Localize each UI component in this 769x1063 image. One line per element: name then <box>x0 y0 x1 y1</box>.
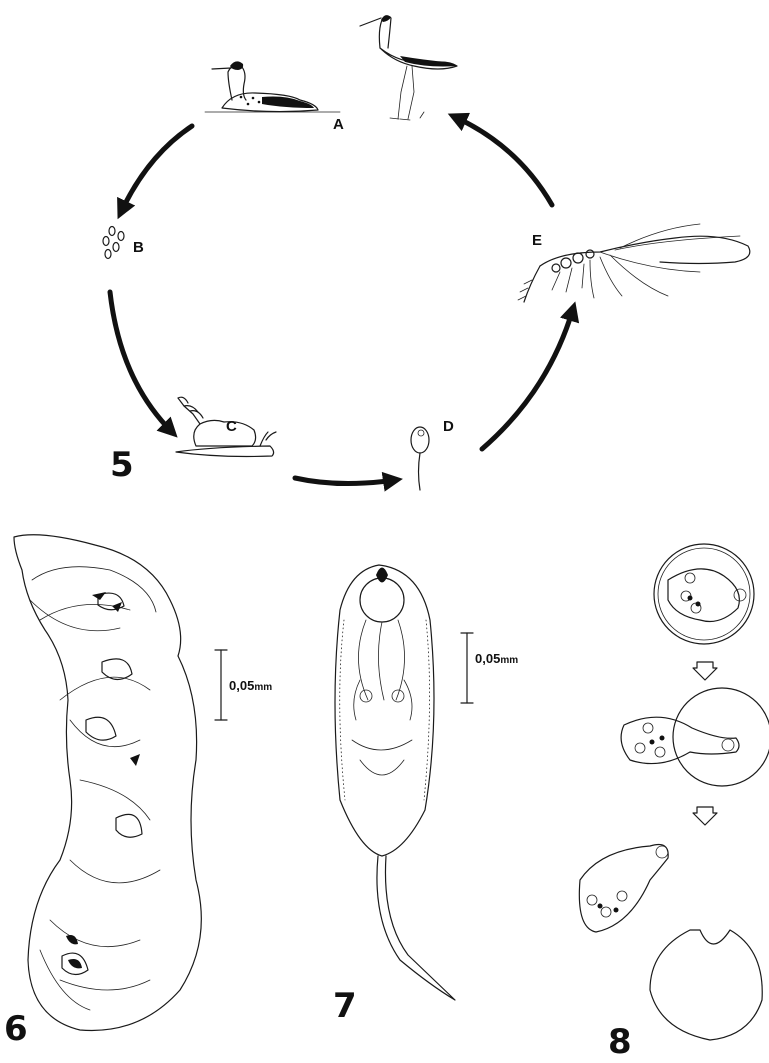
scale-label-7: 0,05mm <box>475 651 518 666</box>
arrow-a-to-b <box>121 126 192 212</box>
stage-a-label: A <box>333 116 344 133</box>
arrow-c-to-d <box>295 478 395 484</box>
excysted-metacercaria <box>579 845 668 933</box>
figure-6-number: 6 <box>4 1009 28 1049</box>
eggs-icon <box>103 227 124 259</box>
grebe-icon <box>205 61 340 112</box>
empty-cyst-wall <box>650 930 762 1040</box>
stage-d-label: D <box>443 418 454 435</box>
figure-5-number: 5 <box>110 445 134 485</box>
cercaria-drawing <box>335 565 455 1000</box>
arrow-b-to-c <box>110 292 172 432</box>
stage-b-label: B <box>133 239 144 256</box>
scale-label-6: 0,05mm <box>229 678 272 693</box>
scale-bar-7 <box>461 633 473 703</box>
arrow-e-to-a <box>455 117 552 205</box>
cercaria-icon <box>411 427 429 490</box>
figure-8-number: 8 <box>608 1022 632 1062</box>
stilt-icon <box>360 15 457 120</box>
figure-7-number: 7 <box>333 986 357 1026</box>
cyst-stage-1 <box>654 544 754 644</box>
down-arrow-icon <box>693 807 717 825</box>
redia-drawing <box>14 535 201 1031</box>
cyst-stage-2 <box>621 688 769 786</box>
down-arrow-icon <box>693 662 717 680</box>
cycle-arrows <box>110 117 573 484</box>
scale-bar-6 <box>215 650 227 720</box>
stage-e-label: E <box>532 232 542 249</box>
shrimp-icon <box>518 224 750 302</box>
arrow-d-to-e <box>482 309 573 449</box>
stage-c-label: C <box>226 418 237 435</box>
